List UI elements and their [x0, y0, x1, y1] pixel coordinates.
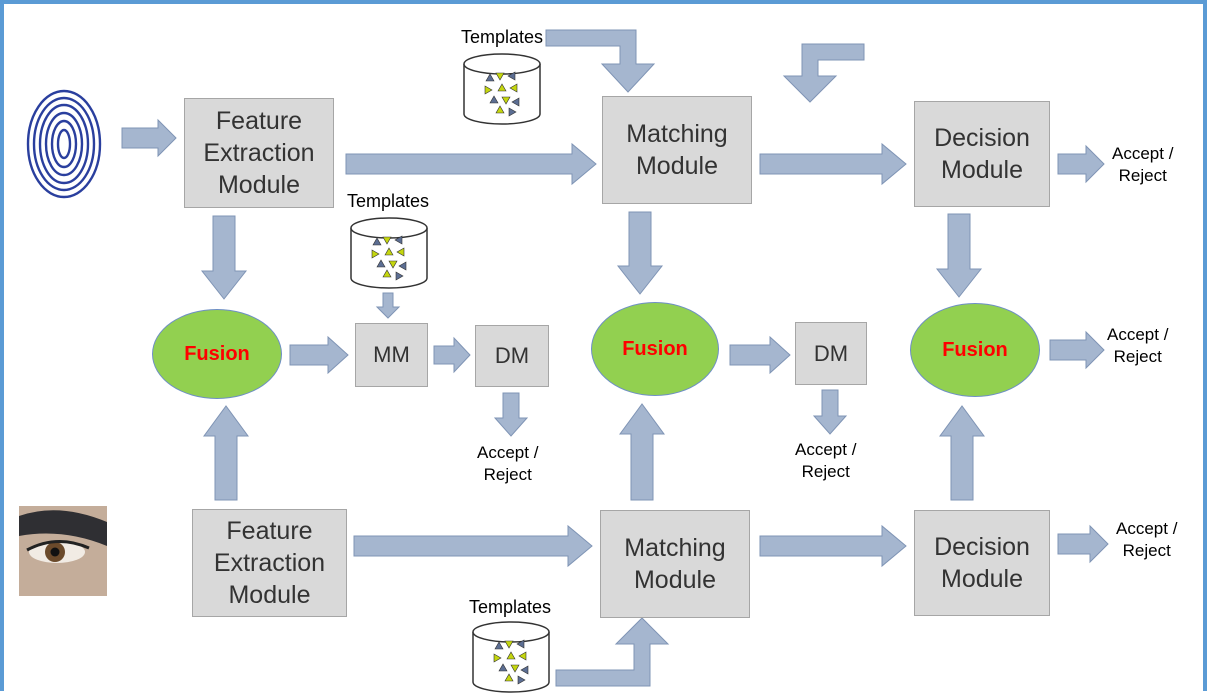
- matching-label: Matching Module: [626, 120, 728, 180]
- mm-label: MM: [373, 342, 410, 367]
- dm-label: DM: [494, 343, 530, 368]
- accept-reject-bottom: Accept / Reject: [1116, 519, 1178, 561]
- templates-label-top: Templates: [461, 27, 544, 47]
- arrow-templates-bottom-to-matching: [555, 617, 670, 687]
- arrow-fusion2-to-dm2: [729, 335, 791, 375]
- arrow-decision-top-to-fusion: [935, 213, 983, 298]
- template-database-icon-bottom: [472, 621, 550, 693]
- arrow-decision-bottom-to-fusion: [939, 405, 985, 501]
- decision-label: Decision Module: [934, 533, 1030, 593]
- fusion-label: Fusion: [942, 338, 1008, 361]
- accept-reject-dm2: Accept / Reject: [795, 440, 857, 482]
- eye-icon: [19, 506, 107, 596]
- arrow-matching-to-decision-top: [759, 142, 907, 186]
- accept-reject-top: Accept / Reject: [1112, 144, 1174, 186]
- matching-module-bottom: Matching Module: [600, 510, 750, 618]
- arrow-mm-to-dm1: [433, 336, 471, 374]
- mm-box: MM: [355, 323, 428, 387]
- accept-reject-middle: Accept / Reject: [1107, 325, 1169, 367]
- feature-extraction-module-bottom: Feature Extraction Module: [192, 509, 347, 617]
- flow-arrows: [121, 29, 1109, 687]
- accept-reject-dm1: Accept / Reject: [477, 443, 539, 485]
- feature-extraction-label: Feature Extraction Module: [213, 517, 326, 609]
- dm-label: DM: [813, 340, 849, 366]
- arrow-fe-top-to-fusion: [200, 215, 248, 300]
- arrow-fingerprint-to-fe: [121, 118, 177, 158]
- arrow-dm2-to-output: [812, 389, 848, 435]
- arrow-matching-to-decision-bottom: [759, 524, 907, 568]
- fusion-label: Fusion: [622, 337, 688, 360]
- template-database-icon-mid: [350, 217, 428, 289]
- matching-label: Matching Module: [624, 534, 726, 594]
- arrow-templates-mid-to-mm: [375, 292, 401, 319]
- arrow-feedback-top: [782, 43, 865, 103]
- arrow-dm1-to-output: [493, 392, 529, 437]
- fusion-label: Fusion: [184, 342, 250, 365]
- arrow-fe-bottom-to-fusion: [203, 405, 249, 501]
- decision-module-bottom: Decision Module: [914, 510, 1050, 616]
- arrow-fusion3-to-output: [1049, 330, 1105, 370]
- template-database-icon-top: [463, 53, 541, 125]
- fusion-node-1: Fusion: [152, 309, 282, 399]
- templates-label-bottom: Templates: [469, 597, 552, 617]
- arrow-templates-top-to-matching: [545, 29, 656, 93]
- feature-extraction-label: Feature Extraction Module: [203, 107, 315, 199]
- decision-module-top: Decision Module: [914, 101, 1050, 207]
- matching-module-top: Matching Module: [602, 96, 752, 204]
- arrow-fe-to-matching-bottom: [353, 524, 593, 568]
- dm-box-1: DM: [475, 325, 549, 387]
- arrow-decision-to-output-top: [1057, 144, 1105, 184]
- decision-label: Decision Module: [934, 124, 1030, 184]
- arrow-fe-to-matching-top: [345, 142, 597, 186]
- arrow-decision-to-output-bottom: [1057, 524, 1109, 564]
- arrow-fusion1-to-mm: [289, 335, 349, 375]
- dm-box-2: DM: [795, 322, 867, 385]
- fusion-node-3: Fusion: [910, 303, 1040, 397]
- feature-extraction-module-top: Feature Extraction Module: [184, 98, 334, 208]
- arrow-matching-bottom-to-fusion: [619, 403, 665, 501]
- fingerprint-icon: [26, 89, 102, 199]
- fusion-node-2: Fusion: [591, 302, 719, 396]
- arrow-matching-top-to-fusion: [616, 211, 664, 295]
- templates-label-mid: Templates: [347, 191, 430, 211]
